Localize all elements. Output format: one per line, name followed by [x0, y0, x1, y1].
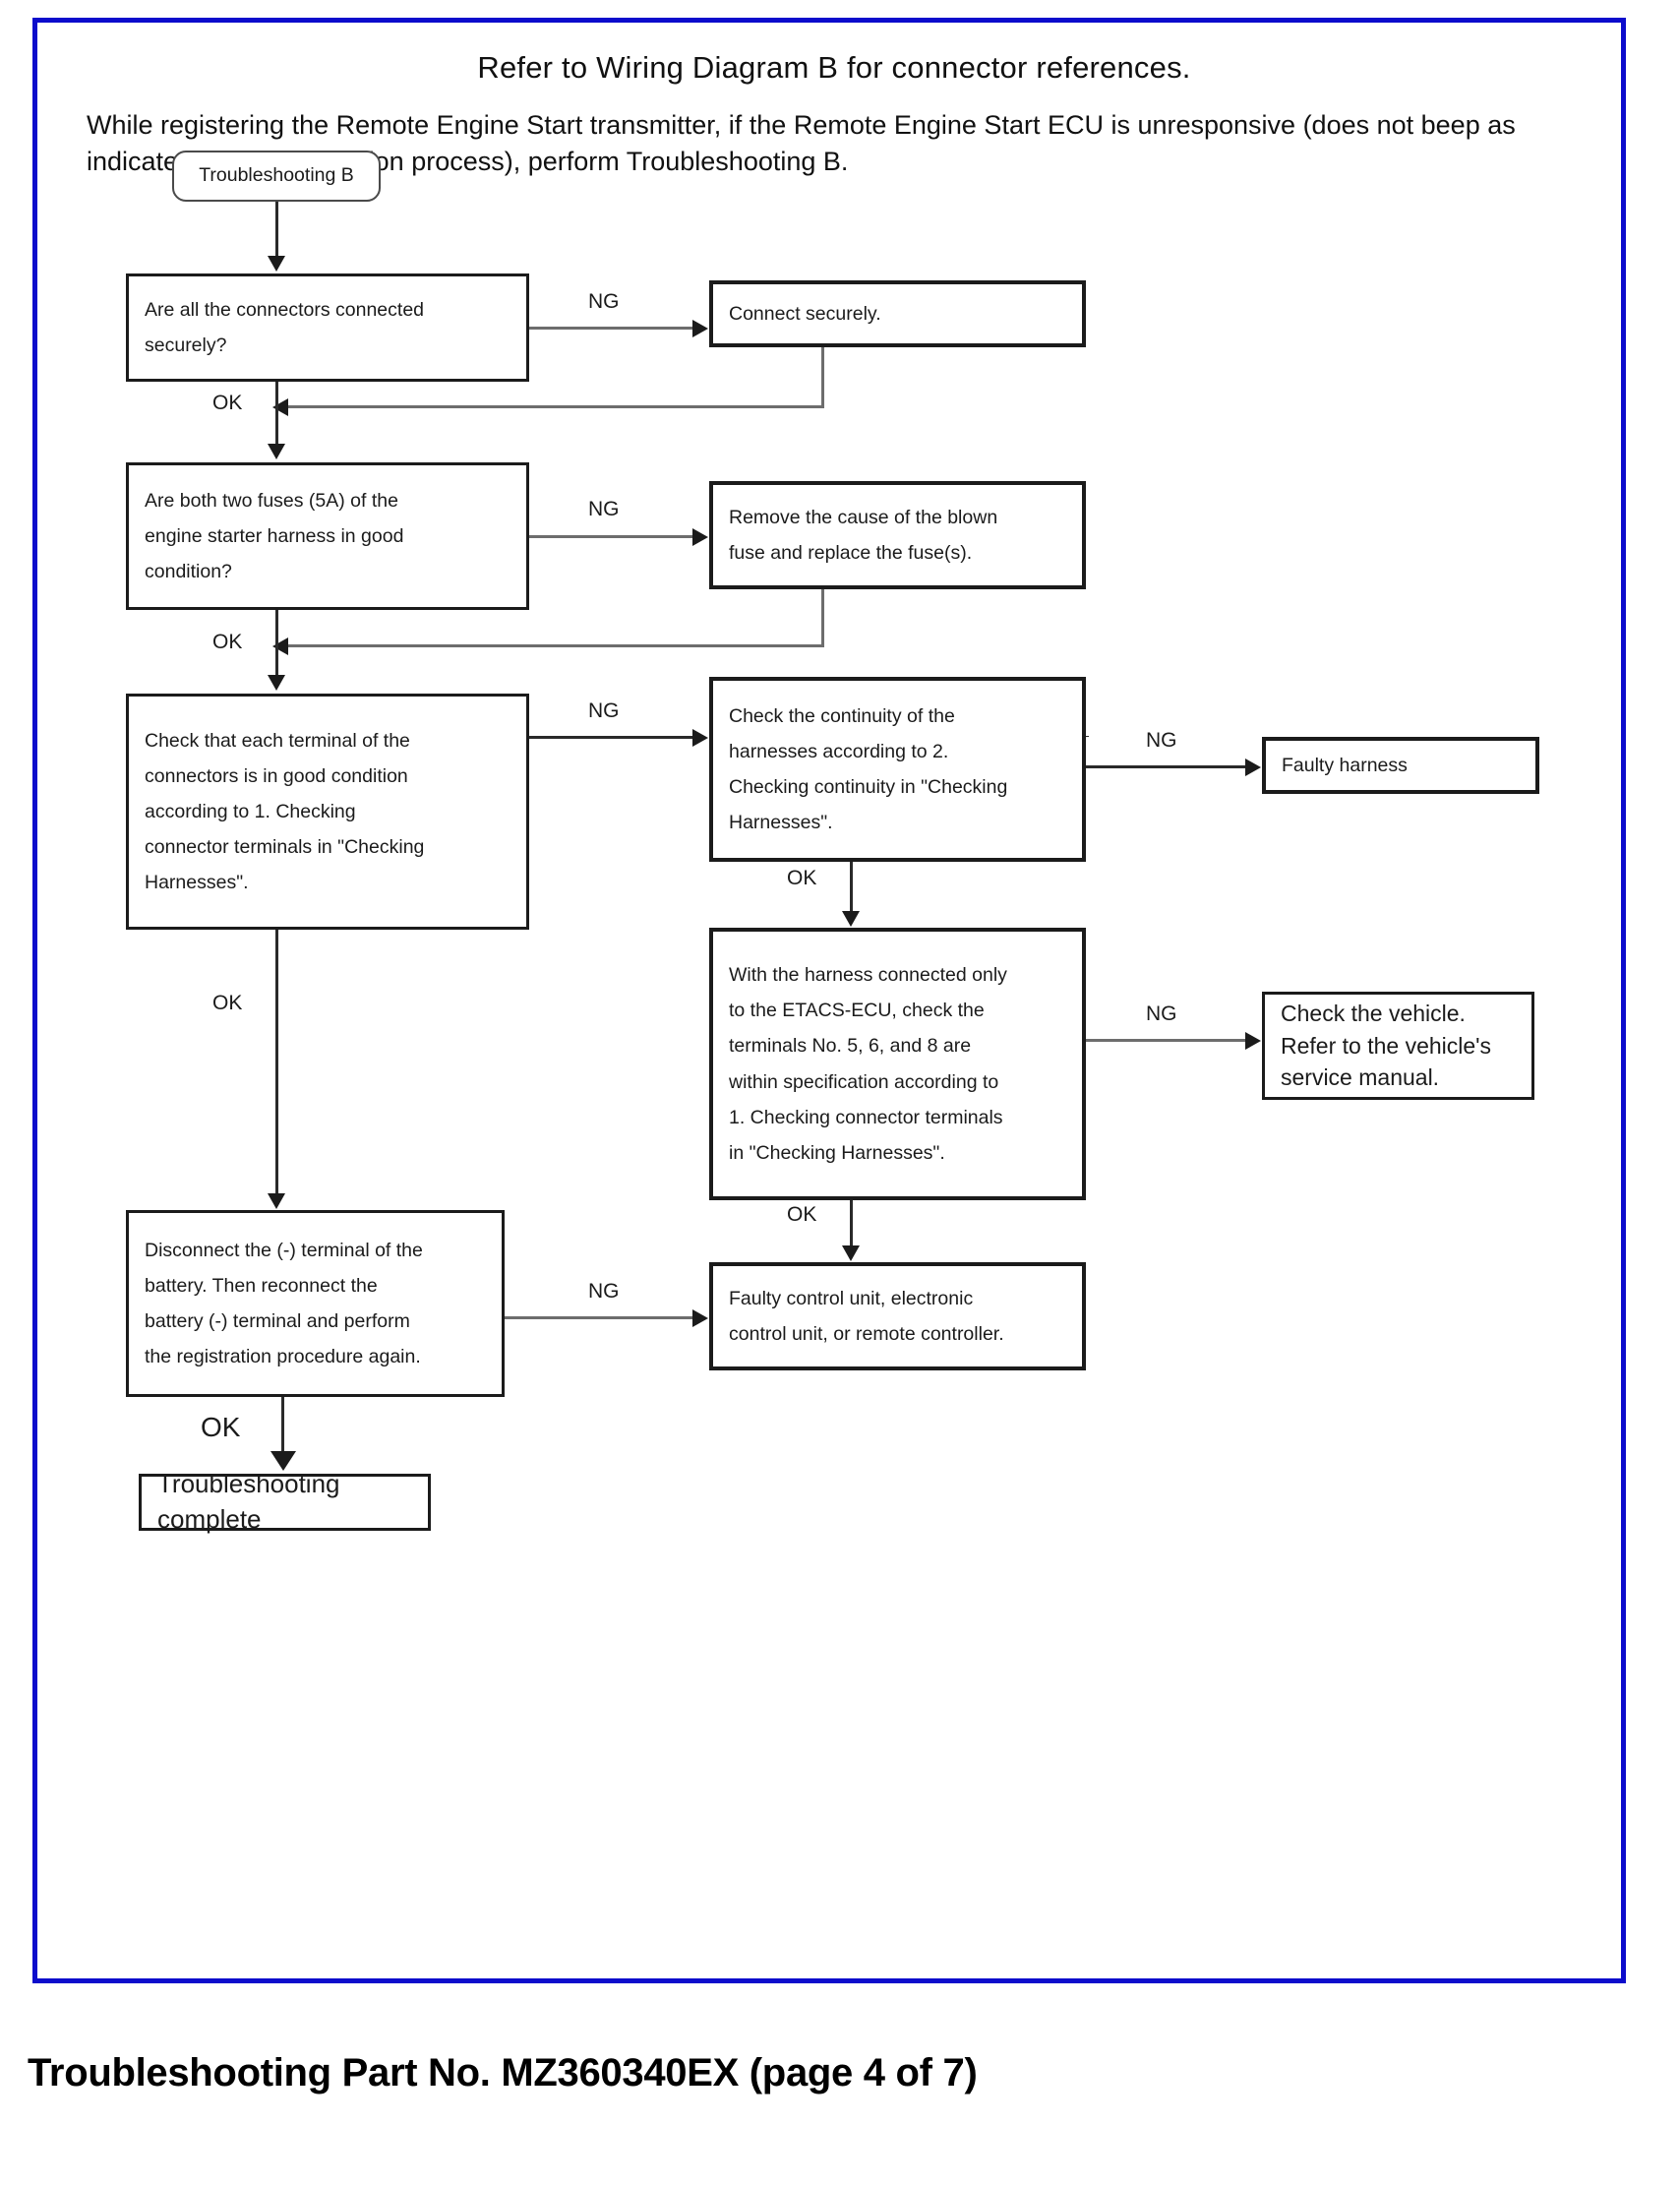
node-q-fuses-line2: engine starter harness in good: [145, 524, 404, 547]
node-q-terminals-line3: according to 1. Checking: [145, 800, 356, 822]
arrowhead-cont-ok: [842, 911, 860, 927]
node-q-etacs-line2: to the ETACS-ECU, check the: [729, 1000, 985, 1022]
node-q-etacs-line1: With the harness connected only: [729, 964, 1007, 987]
edge-label-ng-6: NG: [588, 1280, 620, 1303]
node-a-check-vehicle-line3: service manual.: [1281, 1064, 1440, 1091]
edge-etacs-ng: [1086, 1039, 1253, 1042]
edge-label-ok-6: OK: [201, 1412, 241, 1442]
node-q-continuity: Check the continuity of the harnesses ac…: [709, 677, 1086, 862]
node-q-battery: Disconnect the (-) terminal of the batte…: [126, 1210, 505, 1397]
edge-etacs-ok: [850, 1200, 853, 1247]
node-a-faulty-unit-line1: Faulty control unit, electronic: [729, 1287, 974, 1309]
arrowhead-q3-ng: [692, 729, 708, 747]
node-end-label: Troubleshooting complete: [157, 1469, 340, 1534]
node-q-connectors-line1: Are all the connectors connected: [145, 298, 425, 321]
edge-cont-ng: [1086, 765, 1253, 768]
node-q-fuses-line1: Are both two fuses (5A) of the: [145, 489, 398, 512]
edge-connect-return-v: [821, 347, 824, 408]
node-a-faulty-unit: Faulty control unit, electronic control …: [709, 1262, 1086, 1370]
edge-label-ng-2: NG: [588, 498, 620, 520]
node-a-connect-line1: Connect securely.: [729, 302, 881, 325]
node-a-fuse-line2: fuse and replace the fuse(s).: [729, 542, 973, 564]
edge-label-ng-3: NG: [588, 699, 620, 722]
arrowhead-q1-ok: [268, 444, 285, 459]
flowchart: Troubleshooting B Are all the connectors…: [37, 23, 1631, 1988]
edge-q2-ok: [275, 610, 278, 677]
node-q-etacs-line3: terminals No. 5, 6, and 8 are: [729, 1035, 972, 1058]
node-a-check-vehicle: Check the vehicle. Refer to the vehicle'…: [1262, 992, 1534, 1100]
edge-cont-ng-stub: [1086, 736, 1089, 737]
node-q-etacs-line5: 1. Checking connector terminals: [729, 1106, 1003, 1128]
node-q-etacs-line6: in "Checking Harnesses".: [729, 1141, 945, 1164]
arrowhead-q2-ng: [692, 528, 708, 546]
node-start: Troubleshooting B: [172, 151, 381, 202]
arrowhead-start-to-q1: [268, 256, 285, 272]
edge-battery-ok: [281, 1397, 284, 1454]
node-q-continuity-line2: harnesses according to 2.: [729, 740, 949, 762]
node-q-continuity-line3: Checking continuity in "Checking: [729, 776, 1008, 798]
edge-cont-ok: [850, 862, 853, 913]
node-q-terminals-line1: Check that each terminal of the: [145, 729, 410, 752]
page-heading: Refer to Wiring Diagram B for connector …: [477, 50, 1191, 85]
edge-q1-ng: [529, 327, 701, 330]
node-q-connectors-line2: securely?: [145, 334, 227, 356]
edge-q2-ng: [529, 535, 701, 538]
node-start-label: Troubleshooting B: [199, 164, 354, 187]
node-q-fuses-line3: condition?: [145, 561, 232, 583]
edge-fuse-return-v: [821, 589, 824, 647]
edge-label-ng-5: NG: [1146, 1002, 1177, 1025]
edge-label-ok-4: OK: [787, 1203, 817, 1226]
footer-part-number: Troubleshooting Part No. MZ360340EX (pag…: [28, 2051, 978, 2094]
node-q-battery-line3: battery (-) terminal and perform: [145, 1310, 410, 1332]
arrowhead-q3-ok: [268, 1193, 285, 1209]
edge-label-ok-5: OK: [212, 992, 243, 1014]
edge-start-to-q1: [275, 202, 278, 258]
diagram-frame: Refer to Wiring Diagram B for connector …: [32, 18, 1626, 1983]
node-q-terminals-line5: Harnesses".: [145, 872, 249, 894]
node-a-connect: Connect securely.: [709, 280, 1086, 347]
arrowhead-cont-ng: [1245, 759, 1261, 776]
arrowhead-q2-ok: [268, 675, 285, 691]
node-q-connectors: Are all the connectors connected securel…: [126, 273, 529, 382]
node-a-check-vehicle-line1: Check the vehicle.: [1281, 1001, 1466, 1027]
node-q-fuses: Are both two fuses (5A) of the engine st…: [126, 462, 529, 610]
edge-label-ok-2: OK: [212, 631, 243, 653]
edge-battery-ng: [505, 1316, 701, 1319]
edge-label-ng-4: NG: [1146, 729, 1177, 752]
edge-q3-ng: [529, 736, 701, 739]
node-q-terminals: Check that each terminal of the connecto…: [126, 694, 529, 930]
node-q-terminals-line2: connectors is in good condition: [145, 764, 408, 787]
edge-fuse-return-h: [288, 644, 824, 647]
node-a-faulty-harness: Faulty harness: [1262, 737, 1539, 794]
edge-q1-ok: [275, 382, 278, 446]
arrowhead-battery-ok: [270, 1451, 296, 1471]
node-a-check-vehicle-line2: Refer to the vehicle's: [1281, 1032, 1492, 1059]
node-q-etacs-line4: within specification according to: [729, 1070, 999, 1093]
node-q-battery-line4: the registration procedure again.: [145, 1346, 421, 1368]
edge-connect-return-h: [288, 405, 824, 408]
edge-label-ok-1: OK: [212, 392, 243, 414]
arrowhead-battery-ng: [692, 1309, 708, 1327]
arrowhead-etacs-ok: [842, 1245, 860, 1261]
edge-label-ng-1: NG: [588, 290, 620, 313]
edge-q3-ok: [275, 930, 278, 1195]
edge-label-ok-3: OK: [787, 867, 817, 889]
node-q-battery-line1: Disconnect the (-) terminal of the: [145, 1239, 423, 1261]
node-q-etacs: With the harness connected only to the E…: [709, 928, 1086, 1200]
node-q-continuity-line4: Harnesses".: [729, 812, 833, 834]
arrowhead-etacs-ng: [1245, 1032, 1261, 1050]
node-q-terminals-line4: connector terminals in "Checking: [145, 836, 425, 859]
node-a-fuse-line1: Remove the cause of the blown: [729, 506, 998, 528]
node-end: Troubleshooting complete: [139, 1469, 431, 1534]
node-q-continuity-line1: Check the continuity of the: [729, 704, 955, 727]
node-a-faulty-unit-line2: control unit, or remote controller.: [729, 1323, 1004, 1345]
node-a-faulty-harness-line1: Faulty harness: [1282, 754, 1408, 776]
node-q-battery-line2: battery. Then reconnect the: [145, 1274, 378, 1297]
arrowhead-q1-ng: [692, 320, 708, 337]
node-a-fuse: Remove the cause of the blown fuse and r…: [709, 481, 1086, 589]
